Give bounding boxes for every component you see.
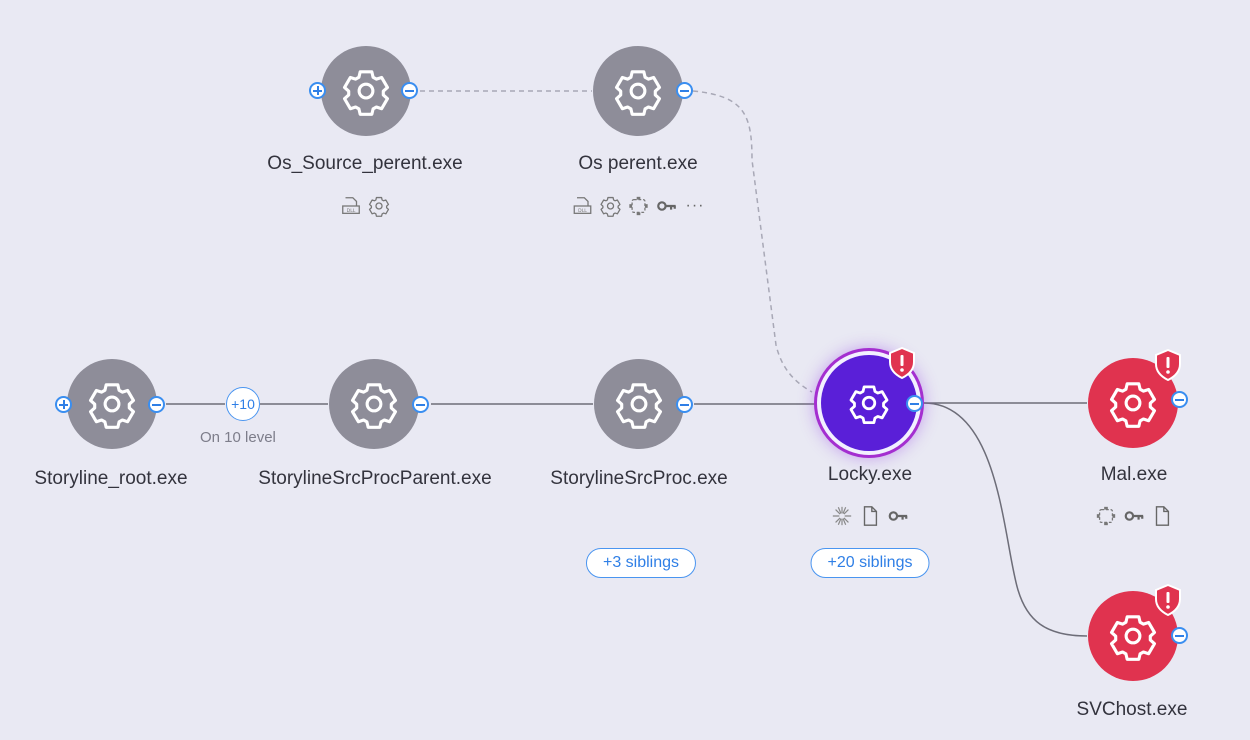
expand-os-source-parent-button[interactable] — [309, 82, 326, 99]
alert-shield-icon — [1155, 584, 1181, 616]
node-storyline-root[interactable] — [67, 359, 157, 449]
node-icons-mal — [1095, 505, 1173, 527]
node-storyline-src-proc[interactable] — [594, 359, 684, 449]
gear-icon — [342, 70, 390, 116]
more-icons-indicator[interactable]: ··· — [685, 197, 705, 214]
node-label-os-parent: Os perent.exe — [578, 153, 698, 174]
file-icon — [1155, 506, 1170, 526]
svg-text:DLL: DLL — [578, 208, 587, 214]
key-icon — [888, 511, 908, 521]
edge-os-parent-to-locky — [692, 90, 813, 393]
node-storyline-src-proc-parent[interactable] — [329, 359, 419, 449]
node-label-os-source-parent: Os_Source_perent.exe — [267, 153, 463, 174]
burst-icon — [832, 506, 852, 526]
node-icons-os-parent: DLL ··· — [572, 195, 705, 217]
collapse-storyline-src-proc-parent-button[interactable] — [412, 396, 429, 413]
alert-shield-icon — [1155, 349, 1181, 381]
key-icon — [1124, 511, 1144, 521]
node-label-storyline-src-proc: StorylineSrcProc.exe — [550, 468, 728, 489]
collapsed-levels-button[interactable]: +10 — [226, 387, 260, 421]
collapse-svchost-button[interactable] — [1171, 627, 1188, 644]
svg-text:DLL: DLL — [347, 208, 356, 214]
gear-icon — [600, 196, 621, 217]
module-icon — [1096, 506, 1116, 526]
collapse-os-source-parent-button[interactable] — [401, 82, 418, 99]
node-label-mal: Mal.exe — [1100, 464, 1168, 485]
gear-icon — [368, 196, 390, 217]
gear-icon — [350, 383, 398, 429]
node-label-svchost: SVChost.exe — [1076, 699, 1188, 720]
collapse-mal-button[interactable] — [1171, 391, 1188, 408]
node-os-parent[interactable] — [593, 46, 683, 136]
alert-shield-icon — [889, 347, 915, 379]
gear-icon — [1109, 382, 1157, 428]
node-label-storyline-src-proc-parent: StorylineSrcProcParent.exe — [258, 468, 492, 489]
node-icons-os-source-parent: DLL — [340, 195, 390, 217]
collapse-os-parent-button[interactable] — [676, 82, 693, 99]
module-icon — [629, 196, 648, 216]
collapse-storyline-root-button[interactable] — [148, 396, 165, 413]
dll-icon: DLL — [573, 197, 592, 214]
gear-icon — [88, 383, 136, 429]
node-label-locky: Locky.exe — [827, 464, 913, 485]
collapse-storyline-src-proc-button[interactable] — [676, 396, 693, 413]
gear-icon — [1109, 615, 1157, 661]
gear-icon — [849, 385, 889, 424]
siblings-button-locky[interactable]: +20 siblings — [810, 548, 930, 578]
collapse-locky-button[interactable] — [906, 395, 923, 412]
gear-icon — [614, 70, 662, 116]
node-icons-locky — [831, 505, 909, 527]
dll-icon: DLL — [342, 197, 360, 214]
expand-storyline-root-button[interactable] — [55, 396, 72, 413]
node-label-storyline-root: Storyline_root.exe — [34, 468, 188, 489]
key-icon — [657, 201, 676, 211]
gear-icon — [615, 383, 663, 429]
file-icon — [863, 506, 878, 526]
edge-locky-to-svchost — [923, 402, 1088, 637]
siblings-button-storyline-src-proc[interactable]: +3 siblings — [585, 548, 697, 578]
node-os-source-parent[interactable] — [321, 46, 411, 136]
collapsed-levels-label: On 10 level — [200, 429, 276, 446]
